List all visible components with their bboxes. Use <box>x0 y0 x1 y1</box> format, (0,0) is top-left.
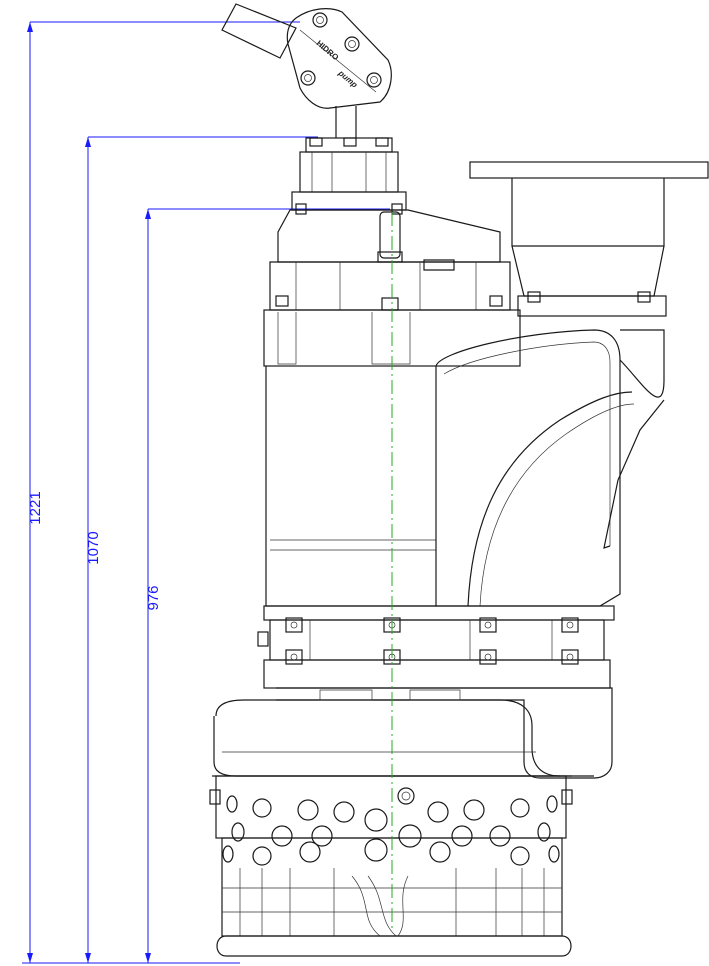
dimension-label-1070: 1070 <box>85 531 102 564</box>
dimension-cable-entry-height: 1070 <box>85 136 318 963</box>
motor-top-cover <box>269 203 511 311</box>
cable-gland-housing <box>291 137 407 211</box>
discharge-outlet <box>469 161 709 317</box>
discharge-channel <box>435 329 665 607</box>
strainer-screen <box>209 775 573 937</box>
pump-volute <box>212 687 613 779</box>
dimension-label-976: 976 <box>145 585 162 610</box>
bolt-row-lower <box>285 649 579 665</box>
logo-text-pump: pump <box>336 68 359 90</box>
bottom-base-ring <box>216 935 572 957</box>
cable-boot: HIDRO pump <box>221 3 392 138</box>
bolted-flange <box>257 605 615 689</box>
dimension-total-height: 1221 <box>27 21 300 963</box>
logo-text-hidro: HIDRO <box>315 39 341 62</box>
dimension-top-cover-height: 976 <box>145 208 390 963</box>
dimension-label-1221: 1221 <box>27 491 44 524</box>
